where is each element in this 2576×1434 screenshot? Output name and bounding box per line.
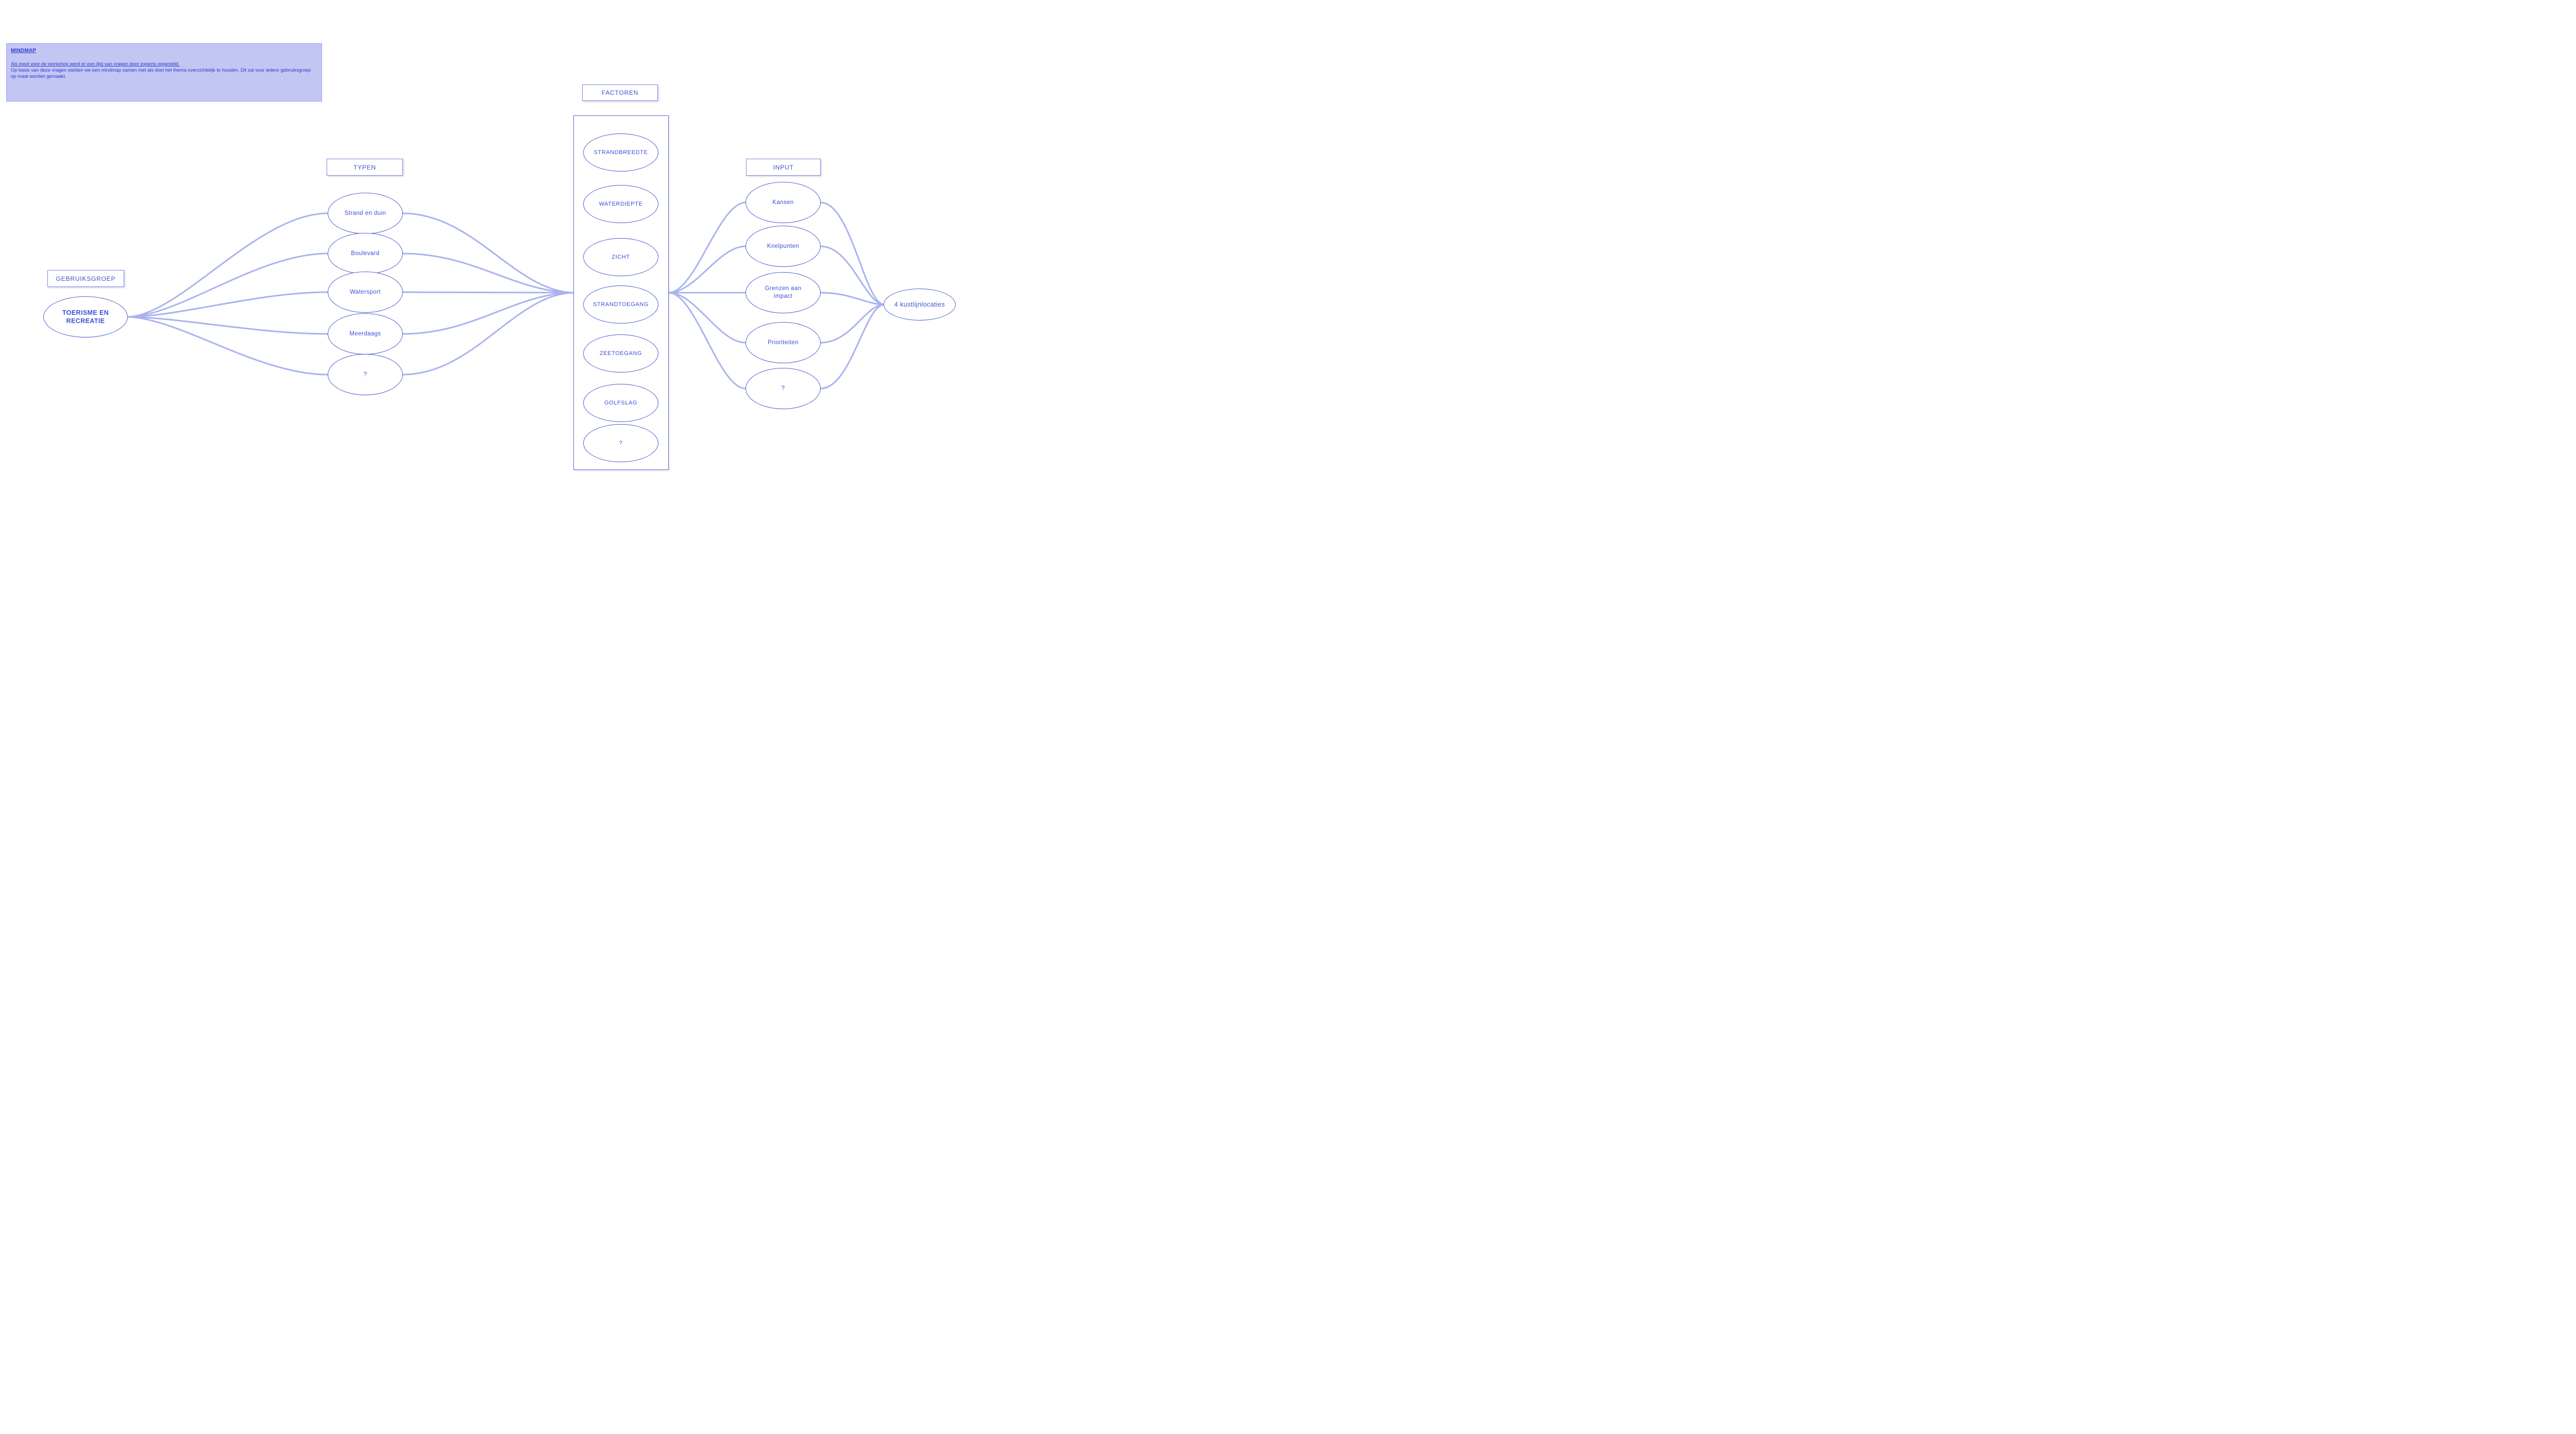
node-input-vraagteken-label: ? (781, 385, 785, 392)
edge-factoren-knelpunten (668, 245, 747, 294)
edge-toerisme-watersport (127, 291, 329, 318)
node-strandtoegang[interactable]: STRANDTOEGANG (583, 285, 658, 324)
node-strandbreedte-label: STRANDBREEDTE (594, 149, 648, 156)
node-factoren-vraagteken[interactable]: ? (583, 424, 658, 462)
node-waterdiepte[interactable]: WATERDIEPTE (583, 185, 658, 223)
node-4-kustlijnlocaties-label: 4 kustlijnlocaties (894, 300, 945, 308)
edge-prioriteiten-result (820, 303, 885, 344)
header-factoren[interactable]: FACTOREN (582, 85, 658, 101)
edge-vraagteken-result (820, 303, 885, 390)
node-prioriteiten[interactable]: Prioriteiten (745, 322, 821, 363)
edge-boulevard-factoren (402, 252, 574, 294)
edge-strand-en-duin-factoren (402, 212, 574, 294)
node-input-vraagteken[interactable]: ? (745, 368, 821, 409)
node-typen-vraagteken-label: ? (363, 371, 367, 378)
edge-factoren-prioriteiten (668, 292, 747, 344)
connector-layer (127, 201, 885, 390)
node-golfslag[interactable]: GOLFSLAG (583, 384, 658, 422)
header-input-label: INPUT (773, 163, 794, 171)
header-factoren-label: FACTOREN (601, 89, 639, 96)
header-gebruiksgroep[interactable]: GEBRUIKSGROEP (47, 270, 124, 287)
node-grenzen-aan-impact[interactable]: Grenzen aan impact (745, 272, 821, 313)
node-grenzen-aan-impact-label: Grenzen aan impact (765, 285, 802, 299)
node-strandbreedte[interactable]: STRANDBREEDTE (583, 133, 658, 172)
node-kansen-label: Kansen (772, 199, 794, 206)
node-strand-en-duin-label: Strand en duin (344, 210, 386, 216)
node-knelpunten-label: Knelpunten (767, 243, 800, 249)
node-toerisme-en-recreatie[interactable]: TOERISME EN RECREATIE (43, 296, 128, 338)
edge-kansen-result (820, 201, 885, 306)
node-kansen[interactable]: Kansen (745, 182, 821, 223)
edge-factoren-kansen (668, 201, 747, 294)
edge-grenzen-result (820, 292, 885, 306)
node-4-kustlijnlocaties[interactable]: 4 kustlijnlocaties (884, 289, 956, 320)
header-input[interactable]: INPUT (746, 159, 821, 176)
node-strandtoegang-label: STRANDTOEGANG (593, 301, 649, 308)
node-meerdaags[interactable]: Meerdaags (328, 313, 403, 355)
node-watersport[interactable]: Watersport (328, 272, 403, 313)
edge-toerisme-strand-en-duin (127, 212, 329, 318)
edge-factoren-vraagteken (668, 292, 747, 390)
node-prioriteiten-label: Prioriteiten (768, 339, 799, 346)
edge-meerdaags-factoren (402, 292, 574, 335)
node-watersport-label: Watersport (350, 289, 381, 295)
mindmap-canvas: MINDMAP Als input voor de workshop werd … (0, 0, 987, 478)
node-waterdiepte-label: WATERDIEPTE (599, 200, 643, 207)
note-title: MINDMAP (11, 48, 37, 54)
header-typen-label: TYPEN (353, 163, 376, 171)
node-meerdaags-label: Meerdaags (349, 330, 381, 337)
header-typen[interactable]: TYPEN (327, 159, 403, 176)
edge-toerisme-meerdaags (127, 316, 329, 335)
node-zicht-label: ZICHT (612, 254, 630, 260)
edge-toerisme-vraagteken (127, 316, 329, 376)
node-typen-vraagteken[interactable]: ? (328, 354, 403, 395)
node-toerisme-en-recreatie-label: TOERISME EN RECREATIE (62, 309, 109, 325)
node-strand-en-duin[interactable]: Strand en duin (328, 193, 403, 234)
node-golfslag-label: GOLFSLAG (604, 399, 638, 406)
edge-vraagteken-factoren (402, 292, 574, 376)
edge-watersport-factoren (402, 291, 574, 294)
node-knelpunten[interactable]: Knelpunten (745, 226, 821, 267)
node-zeetoegang-label: ZEETOEGANG (599, 350, 642, 357)
node-zicht[interactable]: ZICHT (583, 238, 658, 276)
note-line1: Als input voor de workshop werd er een l… (11, 61, 180, 66)
edge-knelpunten-result (820, 245, 885, 306)
edge-toerisme-boulevard (127, 252, 329, 318)
node-boulevard-label: Boulevard (351, 250, 380, 257)
node-zeetoegang[interactable]: ZEETOEGANG (583, 334, 658, 373)
note-mindmap[interactable]: MINDMAP Als input voor de workshop werd … (6, 43, 322, 102)
node-boulevard[interactable]: Boulevard (328, 233, 403, 274)
header-gebruiksgroep-label: GEBRUIKSGROEP (56, 275, 116, 282)
node-factoren-vraagteken-label: ? (619, 440, 623, 446)
note-line2: Op basis van deze vragen stelden we een … (11, 68, 311, 79)
